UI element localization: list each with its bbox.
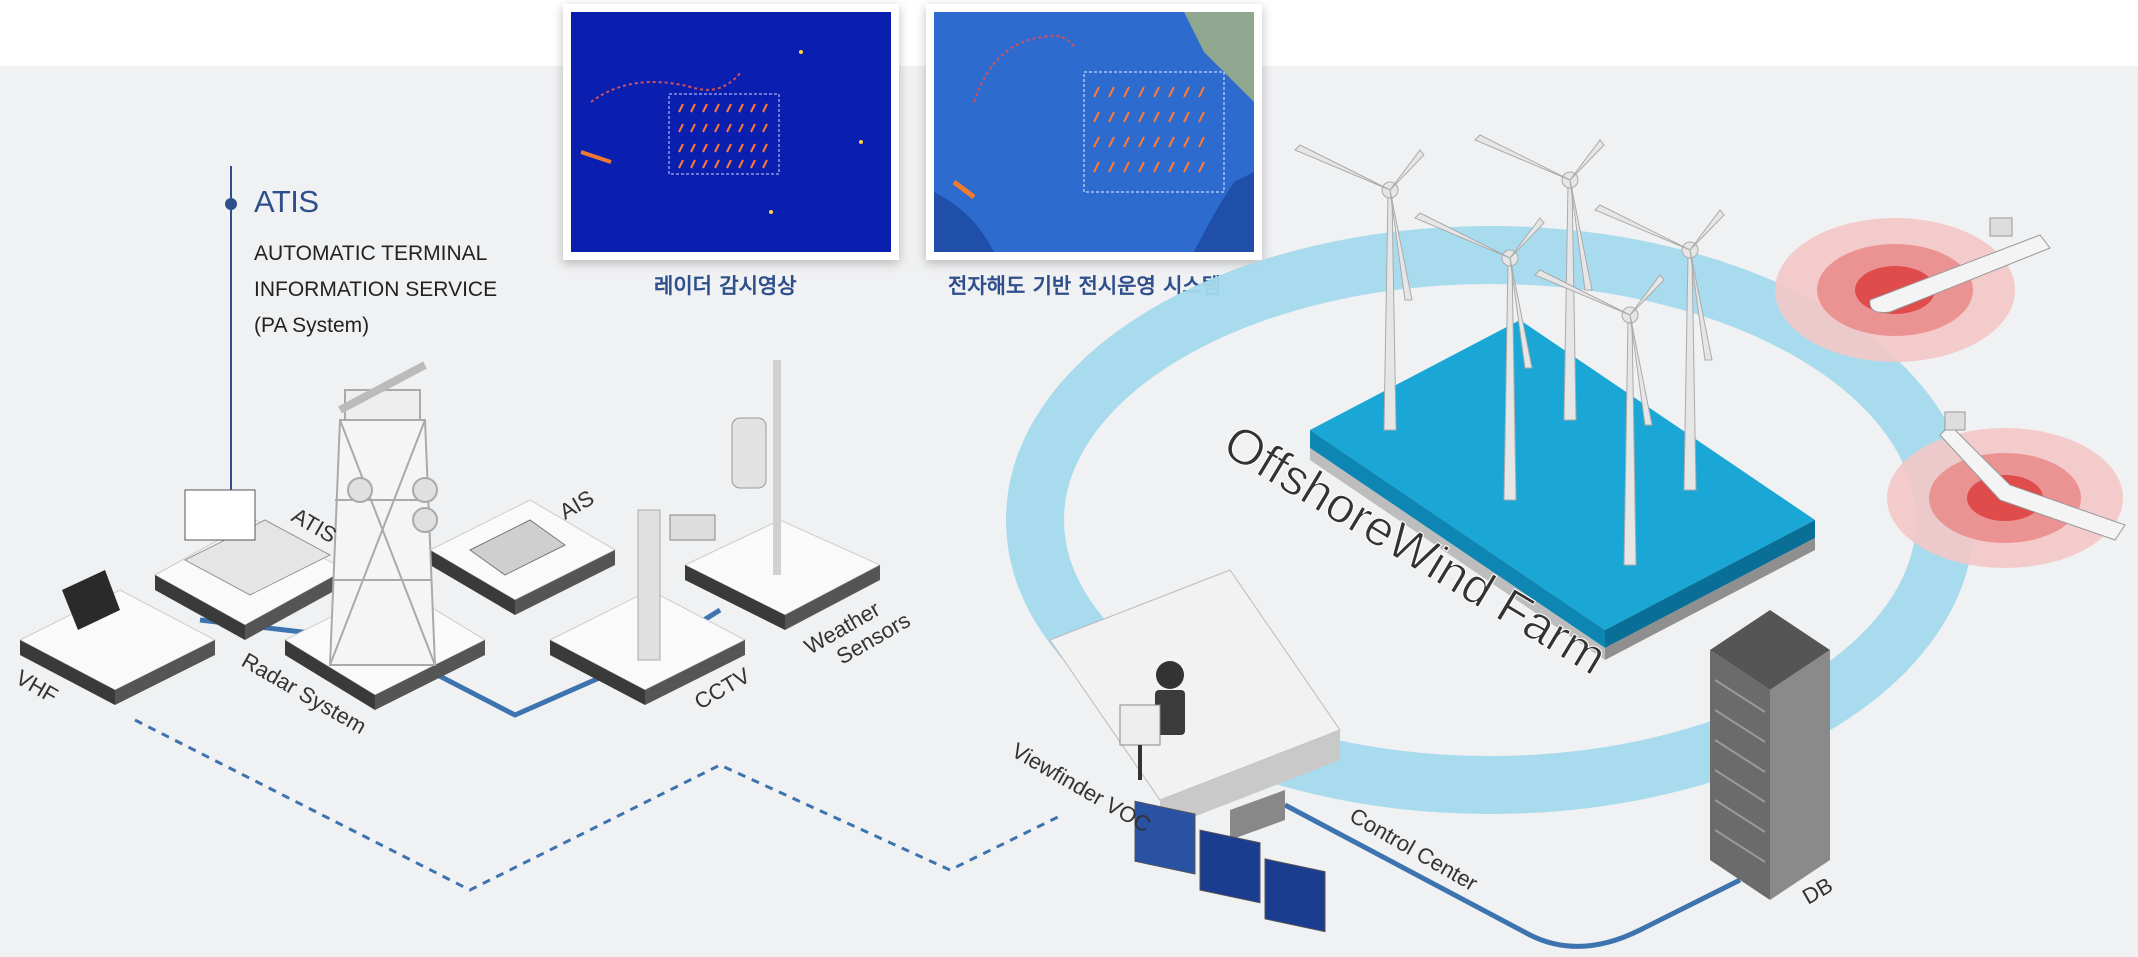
control-center-desk <box>1049 569 1341 933</box>
radar-caption: 레이더 감시영상 <box>654 274 797 298</box>
ecdis-screenshot <box>926 4 1262 260</box>
weather-pad <box>683 360 882 630</box>
vessel-2 <box>1887 411 2126 568</box>
cctv-pad <box>548 509 747 705</box>
atis-pad <box>153 489 347 640</box>
atis-desc-line-1: AUTOMATIC TERMINAL <box>254 242 488 265</box>
vhf-pad <box>18 570 217 705</box>
atis-desc-line-2: INFORMATION SERVICE <box>254 278 498 301</box>
atis-desc-line-3: (PA System) <box>254 314 370 337</box>
atis-title: ATIS <box>254 184 319 219</box>
control-db-line <box>1283 802 1742 949</box>
db-server-rack <box>1710 610 1830 900</box>
vessel-1 <box>1775 217 2051 362</box>
radar-tower <box>328 361 438 666</box>
wind-turbines <box>1294 134 1725 566</box>
offshore-wind-farm-platform <box>1310 320 1815 660</box>
db-label: DB <box>1798 872 1837 909</box>
ais-pad <box>428 499 617 615</box>
radar-screenshot <box>563 4 899 260</box>
vhf-dashed-link <box>134 718 1063 892</box>
atis-leader-line <box>225 166 237 490</box>
ecdis-caption: 전자해도 기반 전시운영 시스템 <box>948 274 1222 298</box>
